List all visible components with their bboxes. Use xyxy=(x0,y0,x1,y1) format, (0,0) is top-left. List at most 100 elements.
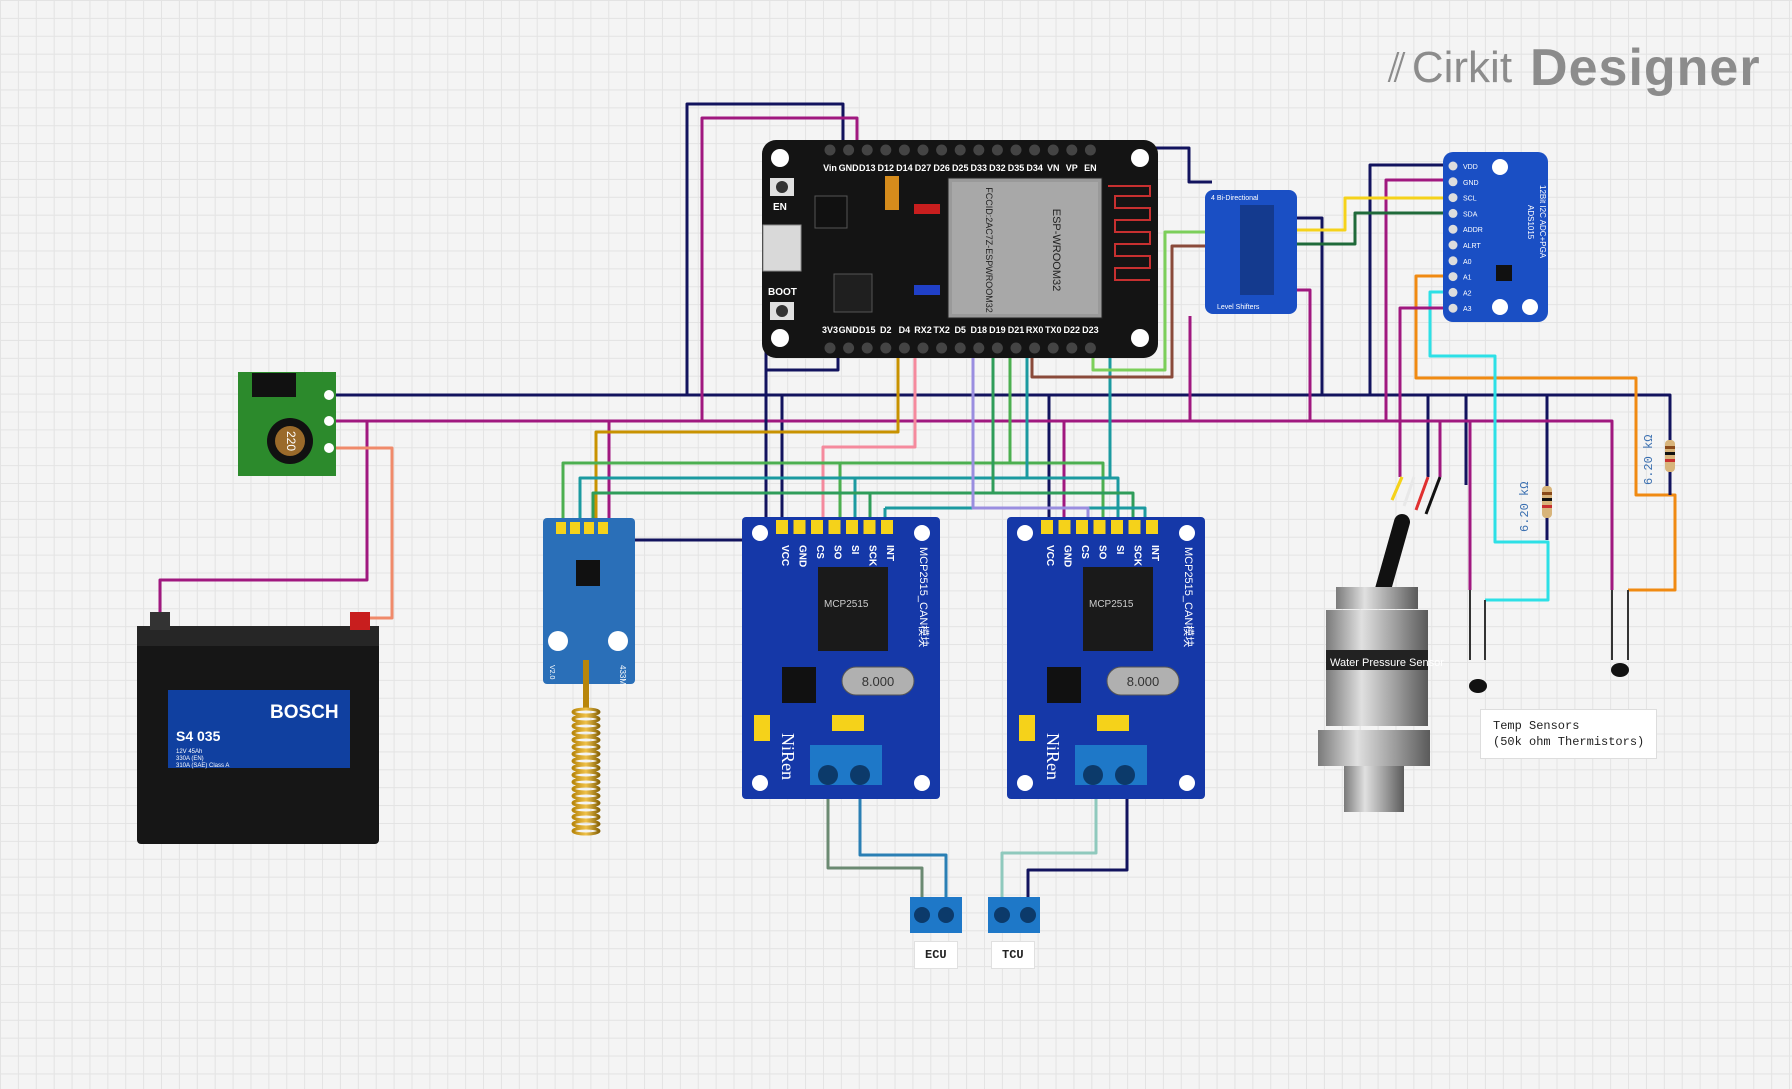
esp-bottom-pin[interactable] xyxy=(1047,342,1059,354)
esp-top-pin[interactable] xyxy=(973,144,985,156)
ecu-terminal[interactable] xyxy=(910,897,962,933)
esp-top-pin[interactable] xyxy=(824,144,836,156)
wire-gnd-bus[interactable] xyxy=(329,102,1672,525)
mcp-pin[interactable] xyxy=(1093,520,1106,534)
thermistor-2[interactable] xyxy=(1611,590,1629,677)
wire-can2-h[interactable] xyxy=(1000,775,1098,915)
esp-bottom-pin[interactable] xyxy=(917,342,929,354)
mcp-pin[interactable] xyxy=(881,520,893,534)
wire-d22[interactable] xyxy=(1091,230,1212,372)
esp-bottom-pin[interactable] xyxy=(1084,342,1096,354)
mcp-pin[interactable] xyxy=(1041,520,1053,534)
wire-a1-orange[interactable] xyxy=(1414,274,1677,592)
ads-pin[interactable] xyxy=(1448,161,1458,171)
wire-i2c-sda[interactable] xyxy=(1283,211,1448,246)
esp-bottom-pin[interactable] xyxy=(936,342,948,354)
car-battery[interactable]: BOSCH S4 035 12V 45Ah 330A (EN) 310A (SA… xyxy=(137,612,379,844)
wire-i2c-scl[interactable] xyxy=(1283,196,1448,232)
ads-pin[interactable] xyxy=(1448,287,1458,297)
ads-pin[interactable] xyxy=(1448,272,1458,282)
mcp-pin[interactable] xyxy=(1146,520,1158,534)
wire-can1-h[interactable] xyxy=(826,775,924,915)
wire-d2[interactable] xyxy=(821,350,917,525)
rf-pin[interactable] xyxy=(584,522,594,534)
esp-top-pin[interactable] xyxy=(843,144,855,156)
esp-top-pin[interactable] xyxy=(954,144,966,156)
mcp-pin[interactable] xyxy=(1076,520,1088,534)
esp-bottom-pin[interactable] xyxy=(991,342,1003,354)
esp-bottom-pin[interactable] xyxy=(973,342,985,354)
esp-top-pin[interactable] xyxy=(880,144,892,156)
wire-spi-sck[interactable] xyxy=(561,350,1105,525)
esp-top-pin[interactable] xyxy=(1010,144,1022,156)
mcp-pin[interactable] xyxy=(1128,520,1141,534)
rf-pin[interactable] xyxy=(556,522,566,534)
esp-top-pin[interactable] xyxy=(1047,144,1059,156)
ads-pin[interactable] xyxy=(1448,256,1458,266)
esp-top-pin[interactable] xyxy=(936,144,948,156)
rf-pin[interactable] xyxy=(598,522,608,534)
esp-top-pin-label: GND xyxy=(839,163,860,173)
esp-top-pin[interactable] xyxy=(898,144,910,156)
ads-pin[interactable] xyxy=(1448,208,1458,218)
mcp-pin[interactable] xyxy=(828,520,841,534)
mcp-pin[interactable] xyxy=(863,520,876,534)
esp-top-pin[interactable] xyxy=(1066,144,1078,156)
wire-5v-bus[interactable] xyxy=(158,116,1614,617)
wire-d15[interactable] xyxy=(594,350,900,525)
usb-port xyxy=(762,224,802,272)
battery-positive-terminal[interactable] xyxy=(350,612,370,630)
buck-converter[interactable]: 220 xyxy=(238,372,336,476)
wire-can2-l[interactable] xyxy=(1026,775,1129,915)
esp-bottom-pin[interactable] xyxy=(861,342,873,354)
mcp-pin[interactable] xyxy=(776,520,788,534)
mcp-pin[interactable] xyxy=(793,520,806,534)
ads-pin-label: SCL xyxy=(1463,196,1477,203)
mcp-pin[interactable] xyxy=(846,520,858,534)
mcp-pin[interactable] xyxy=(1058,520,1071,534)
mcp-pin-label: VCC xyxy=(779,545,790,566)
ads-pin[interactable] xyxy=(1448,240,1458,250)
rf-pin[interactable] xyxy=(570,522,580,534)
water-pressure-sensor[interactable]: Water Pressure Sensor xyxy=(1318,476,1444,812)
ads-pin[interactable] xyxy=(1448,224,1458,234)
mcp-pin-label: INT xyxy=(1149,545,1160,561)
resistor-2[interactable]: 6.20 kΩ xyxy=(1642,435,1675,485)
battery-negative-terminal[interactable] xyxy=(150,612,170,630)
esp-bottom-pin[interactable] xyxy=(843,342,855,354)
esp-bottom-pin-label: D5 xyxy=(954,325,966,335)
esp-top-pin[interactable] xyxy=(991,144,1003,156)
esp-bottom-pin[interactable] xyxy=(880,342,892,354)
wire-can1-l[interactable] xyxy=(858,775,948,915)
rf-433-module[interactable]: 433M V2.0 xyxy=(543,518,635,836)
wire-a3-magenta[interactable] xyxy=(1398,306,1448,477)
wire-battery-positive[interactable] xyxy=(329,446,394,620)
esp-bottom-pin[interactable] xyxy=(824,342,836,354)
wire-d21[interactable] xyxy=(1030,244,1212,379)
esp-bottom-pin[interactable] xyxy=(898,342,910,354)
wire-rf-vcc[interactable] xyxy=(618,525,733,542)
wire-a2-cyan[interactable] xyxy=(1428,290,1550,602)
resistor-1[interactable]: 6.20 kΩ xyxy=(1518,482,1552,532)
ads-pin[interactable] xyxy=(1448,177,1458,187)
wire-d5[interactable] xyxy=(971,350,1090,525)
mcp-pin[interactable] xyxy=(811,520,823,534)
esp-bottom-pin[interactable] xyxy=(1010,342,1022,354)
ads1015-board[interactable]: 12Bit I2C ADC+PGA ADS1015 VDDGNDSCLSDAAD… xyxy=(1443,152,1548,322)
mcp-pin[interactable] xyxy=(1111,520,1123,534)
esp-top-pin[interactable] xyxy=(861,144,873,156)
esp-top-pin[interactable] xyxy=(1029,144,1041,156)
esp-top-pin[interactable] xyxy=(917,144,929,156)
ads-pin[interactable] xyxy=(1448,193,1458,203)
esp-bottom-pin[interactable] xyxy=(1066,342,1078,354)
esp-top-pin[interactable] xyxy=(1084,144,1096,156)
thermistor-1[interactable] xyxy=(1469,590,1487,693)
ads-pin[interactable] xyxy=(1448,303,1458,313)
esp-bottom-pin[interactable] xyxy=(954,342,966,354)
tcu-terminal[interactable] xyxy=(988,897,1040,933)
esp-bottom-pin[interactable] xyxy=(1029,342,1041,354)
level-shifter-board[interactable]: 4 Bi-Directional Level Shifters xyxy=(1205,190,1297,314)
